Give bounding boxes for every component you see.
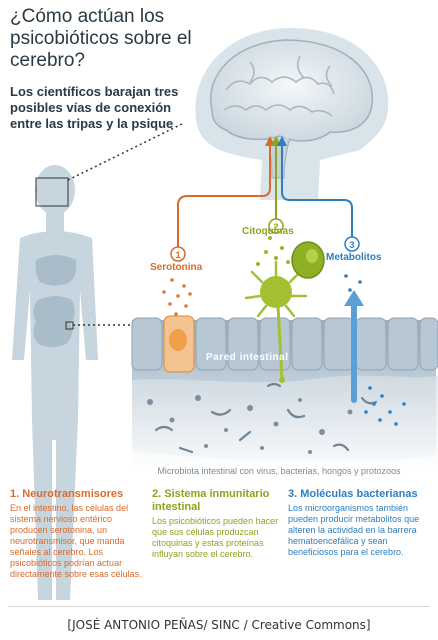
divider xyxy=(8,606,430,607)
svg-text:3: 3 xyxy=(349,240,354,250)
pathway-3-text: Los microorganismos también pueden produ… xyxy=(288,503,420,557)
metabolite-pathway xyxy=(277,136,406,426)
page-subtitle: Los científicos barajan tres posibles ví… xyxy=(10,84,179,131)
marker-3: 3 xyxy=(344,236,360,252)
pathway-2-title: 2. Sistema inmunitario intestinal xyxy=(152,488,270,513)
cytokine-pathway xyxy=(244,136,325,383)
intestinal-wall-label: Pared intestinal xyxy=(206,352,289,363)
microbiota-label: Microbiota intestinal con virus, bacteri… xyxy=(157,466,401,476)
pathway-2-text: Los psicobióticos pueden hacer que sus c… xyxy=(152,516,279,559)
brain-icon xyxy=(210,39,374,179)
marker-2: 2 xyxy=(268,218,284,234)
marker-1: 1 xyxy=(170,246,186,262)
svg-text:2: 2 xyxy=(273,222,278,232)
svg-text:1: 1 xyxy=(175,250,180,260)
image-credit: [JOSÉ ANTONIO PEÑAS/ SINC / Creative Com… xyxy=(67,618,371,632)
page-title: ¿Cómo actúan los psicobióticos sobre el … xyxy=(10,6,192,71)
metabolite-label: Metabolitos xyxy=(326,252,382,263)
body-silhouette xyxy=(12,123,183,600)
serotonin-label: Serotonina xyxy=(150,262,203,273)
pathway-1-text: En el intestino, las células del sistema… xyxy=(10,503,142,579)
pathway-3-title: 3. Moléculas bacterianas xyxy=(288,488,418,500)
intestinal-wall xyxy=(131,315,438,470)
pathway-1-title: 1. Neurotransmisores xyxy=(10,488,124,500)
cytokine-label: Citoquinas xyxy=(242,226,294,237)
head-zoom-box xyxy=(35,177,69,207)
